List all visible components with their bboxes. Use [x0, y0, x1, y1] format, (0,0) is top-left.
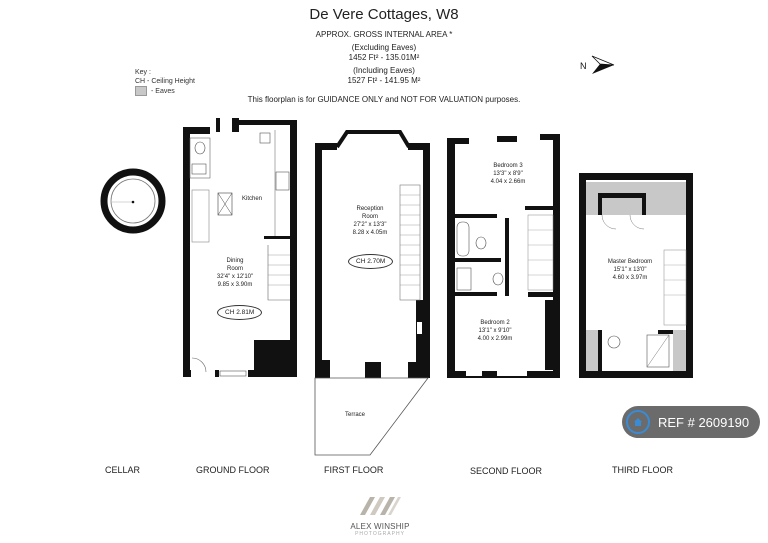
room-name: Master Bedroom	[607, 259, 653, 265]
room-master-bedroom: Master Bedroom 15'1" x 13'0" 4.60 x 3.97…	[600, 258, 660, 282]
room-metric: 4.00 x 2.99m	[477, 336, 513, 342]
third-floor-plan	[579, 173, 693, 378]
guidance-notice: This floorplan is for GUIDANCE ONLY and …	[247, 95, 521, 104]
ceiling-height-badge-first: CH 2.70M	[348, 254, 394, 269]
key-heading: Key :	[135, 69, 151, 76]
room-metric: 4.60 x 3.97m	[612, 275, 648, 281]
floor-label-second: SECOND FLOOR	[470, 466, 543, 476]
room-name: Bedroom 3	[493, 163, 523, 169]
room-name: Bedroom 2	[480, 320, 510, 326]
room-name: Kitchen	[241, 196, 262, 202]
including-eaves-value: 1527 Ft² - 141.95 M²	[347, 76, 421, 85]
room-name-1: Dining	[226, 258, 244, 264]
excluding-eaves-label: (Excluding Eaves)	[351, 43, 417, 52]
legend-key: Key : CH - Ceiling Height - Eaves	[135, 68, 195, 96]
including-eaves-label: (Including Eaves)	[353, 66, 415, 75]
room-terrace: Terrace	[335, 411, 375, 419]
ref-badge[interactable]: REF # 2609190	[622, 406, 760, 438]
floor-label-first: FIRST FLOOR	[324, 465, 384, 475]
eaves-swatch	[135, 86, 147, 96]
floor-label-cellar: CELLAR	[105, 465, 141, 475]
compass-n: N	[580, 61, 587, 71]
room-imperial: 15'1" x 13'0"	[613, 267, 647, 273]
room-metric: 8.28 x 4.05m	[352, 230, 388, 236]
room-name-1: Reception	[356, 206, 384, 212]
photographer-logo: ALEX WINSHIP PHOTOGRAPHY	[330, 495, 430, 537]
north-arrow-icon: N	[580, 55, 615, 74]
room-kitchen: Kitchen	[232, 195, 272, 203]
ground-floor-plan	[183, 117, 297, 377]
floor-label-third: THIRD FLOOR	[612, 465, 674, 475]
aw-logo-icon	[360, 497, 401, 515]
room-metric: 4.04 x 2.66m	[490, 179, 526, 185]
room-name: Terrace	[344, 412, 365, 418]
room-bedroom-2: Bedroom 2 13'1" x 9'10" 4.00 x 2.99m	[465, 319, 525, 343]
room-bedroom-3: Bedroom 3 13'3" x 8'9" 4.04 x 2.66m	[478, 162, 538, 186]
ceiling-height-badge-ground: CH 2.81M	[217, 305, 263, 320]
room-dining: Dining Room 32'4" x 12'10" 9.85 x 3.90m	[205, 257, 265, 289]
key-eaves: - Eaves	[151, 87, 175, 95]
room-imperial: 27'2" x 13'3"	[353, 222, 387, 228]
logo-name: ALEX WINSHIP	[350, 522, 410, 531]
plan-title: De Vere Cottages, W8	[309, 6, 459, 23]
room-imperial: 13'1" x 9'10"	[478, 328, 512, 334]
room-imperial: 13'3" x 8'9"	[493, 171, 523, 177]
home-icon	[626, 410, 650, 434]
floor-label-ground: GROUND FLOOR	[196, 465, 270, 475]
cellar-plan	[100, 168, 166, 234]
area-heading: APPROX. GROSS INTERNAL AREA *	[315, 30, 453, 39]
room-name-2: Room	[361, 214, 378, 220]
room-metric: 9.85 x 3.90m	[217, 282, 253, 288]
ref-number: REF # 2609190	[658, 414, 750, 430]
excluding-eaves-value: 1452 Ft² - 135.01M²	[348, 53, 420, 62]
key-eaves-row: - Eaves	[135, 86, 195, 96]
room-reception: Reception Room 27'2" x 13'3" 8.28 x 4.05…	[340, 205, 400, 237]
logo-subtitle: PHOTOGRAPHY	[355, 531, 405, 537]
room-imperial: 32'4" x 12'10"	[216, 274, 254, 280]
first-floor-plan	[314, 130, 430, 456]
room-name-2: Room	[226, 266, 243, 272]
second-floor-plan	[447, 134, 560, 378]
compass: N	[578, 52, 618, 76]
key-ceiling-height: CH - Ceiling Height	[135, 78, 195, 85]
